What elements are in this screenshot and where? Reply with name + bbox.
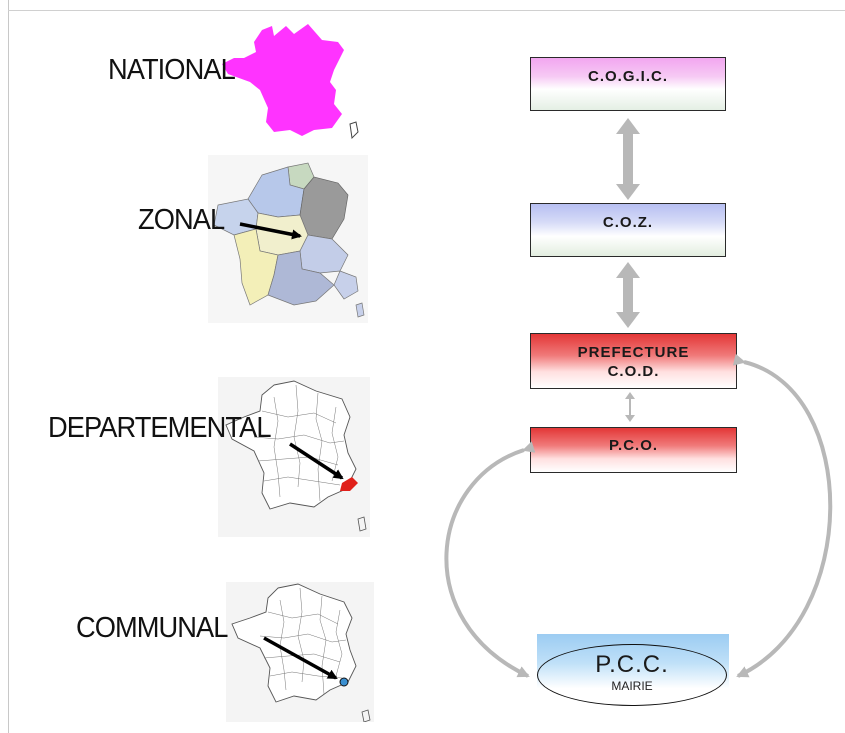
arrow-coz-cod — [616, 262, 640, 328]
prefecture-label: PREFECTURE — [577, 344, 690, 361]
cogic-box: C.O.G.I.C. — [530, 57, 726, 111]
arrow-cod-pco — [625, 392, 635, 422]
pco-box-label: P.C.O. — [608, 437, 659, 454]
pcc-ellipse: P.C.C. MAIRIE — [537, 644, 727, 706]
level-label-national: NATIONAL — [108, 54, 236, 86]
level-label-departemental: DEPARTEMENTAL — [48, 412, 272, 444]
mairie-label: MAIRIE — [611, 679, 653, 693]
frame-top-border — [8, 10, 845, 11]
pcc-label: P.C.C. — [595, 651, 669, 678]
pointer-arrow-communal — [263, 636, 338, 680]
cogic-box-label: C.O.G.I.C. — [587, 68, 668, 85]
cod-box-label: C.O.D. — [607, 363, 660, 380]
pointer-arrow-departemental — [289, 442, 344, 480]
pointer-arrow-zonal — [239, 222, 302, 240]
frame-left-border — [8, 0, 9, 733]
coz-box-label: C.O.Z. — [602, 214, 654, 231]
france-national-map — [222, 24, 359, 140]
pco-box: P.C.O. — [530, 427, 737, 473]
arrow-cogic-coz — [616, 118, 640, 200]
level-label-communal: COMMUNAL — [76, 612, 228, 644]
coz-box: C.O.Z. — [530, 203, 726, 257]
zonal-map — [208, 155, 368, 323]
cod-box: PREFECTURE C.O.D. — [530, 333, 737, 389]
level-label-zonal: ZONAL — [138, 204, 225, 236]
arrow-pco-pcc — [444, 441, 536, 678]
arrow-cod-pcc — [732, 353, 833, 678]
